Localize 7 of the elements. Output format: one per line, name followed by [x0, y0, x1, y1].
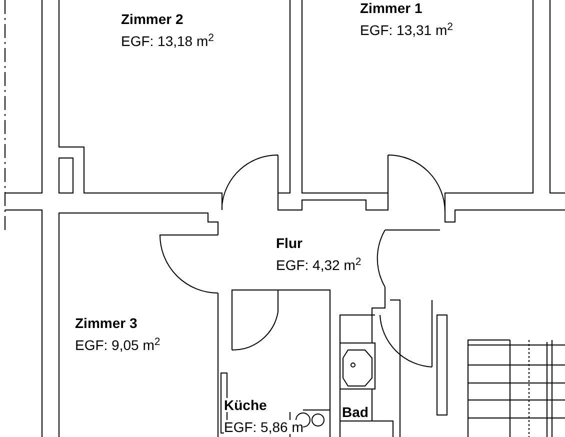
room-area-label: EGF: 13,18 m$^{2}$	[121, 34, 214, 48]
room-area-label: EGF: 4,32 m$^{2}$	[276, 258, 362, 272]
room-area-label: EGF: 5,86 m	[224, 420, 304, 434]
room-area-label: EGF: 13,31 m$^{2}$	[360, 23, 453, 37]
room-name: Küche	[224, 398, 304, 412]
room-area-label: EGF: 9,05 m$^{2}$	[75, 338, 160, 352]
room-name: Bad	[342, 405, 368, 419]
